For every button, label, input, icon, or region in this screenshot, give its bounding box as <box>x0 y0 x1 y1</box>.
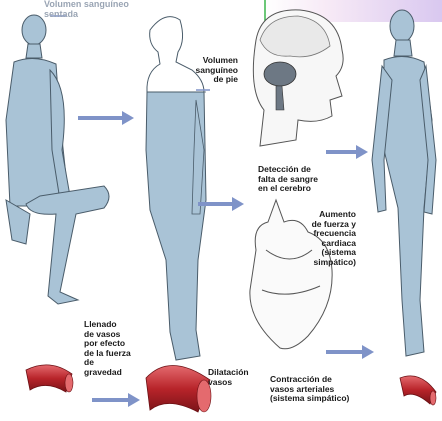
seated-figure <box>6 15 109 304</box>
vessel-dilated <box>146 365 211 412</box>
final-standing-figure <box>372 10 436 356</box>
label-brain-detection: Detección de falta de sangre en el cereb… <box>258 165 318 194</box>
label-vessel-filling: Llenado de vasos por efecto de la fuerza… <box>84 320 131 377</box>
vessel-normal <box>26 365 73 392</box>
label-sitting-volume: Volumen sanguíneo sentada <box>44 0 129 19</box>
label-contraction: Contracción de vasos arteriales (sistema… <box>270 375 349 404</box>
label-dilation: Dilatación vasos <box>208 368 249 387</box>
vessel-contracted <box>400 376 436 405</box>
label-standing-volume: Volumen sanguíneo de pie <box>170 56 238 85</box>
label-heart-response: Aumento de fuerza y frecuencia cardiaca … <box>296 210 356 267</box>
cerebellum <box>264 62 296 86</box>
head-brain-sketch <box>253 10 343 146</box>
